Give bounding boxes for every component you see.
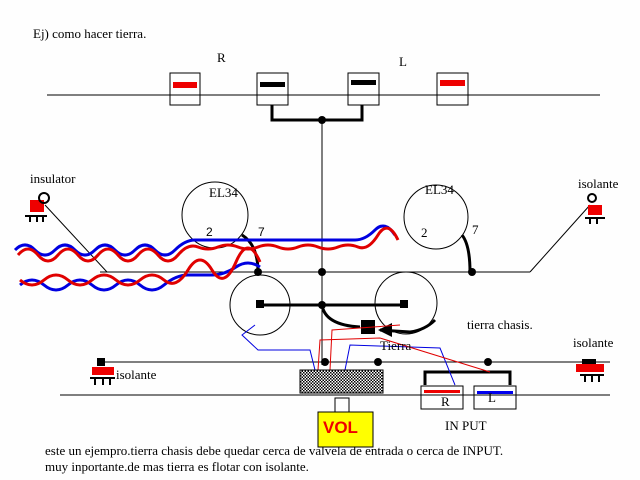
el34-right xyxy=(403,184,469,250)
tierra-chasis-label: tierra chasis. xyxy=(467,317,533,332)
pin7-left: 7 xyxy=(258,225,265,239)
tierra-label: Tierra xyxy=(380,338,412,353)
pin7-right: 7 xyxy=(472,222,479,237)
isolante-icon-left xyxy=(90,358,115,385)
tube-left-label: EL34 xyxy=(209,185,238,200)
isolante-label-left: isolante xyxy=(116,367,157,382)
isolante-label-top: isolante xyxy=(578,176,619,191)
isolante-label-right: isolante xyxy=(573,335,614,350)
note-1: este un ejempro.tierra chasis debe queda… xyxy=(45,443,504,458)
pin2-right: 2 xyxy=(421,225,428,240)
isolante-icon-right-top xyxy=(585,193,605,224)
note-2: muy inportante.de mas tierra es flotar c… xyxy=(45,459,309,474)
input-l-label: L xyxy=(488,390,496,405)
insulator-icon xyxy=(25,192,50,222)
label-r: R xyxy=(217,50,226,65)
title: Ej) como hacer tierra. xyxy=(33,26,147,41)
vol-knob: VOL xyxy=(323,418,358,437)
isolante-icon-right xyxy=(576,359,604,382)
tube-right-label: EL34 xyxy=(425,182,454,197)
input-label: IN PUT xyxy=(445,418,487,433)
insulator-label: insulator xyxy=(30,171,76,186)
input-r-label: R xyxy=(441,394,450,409)
label-l: L xyxy=(399,54,407,69)
pin2-left: 2 xyxy=(206,225,213,239)
